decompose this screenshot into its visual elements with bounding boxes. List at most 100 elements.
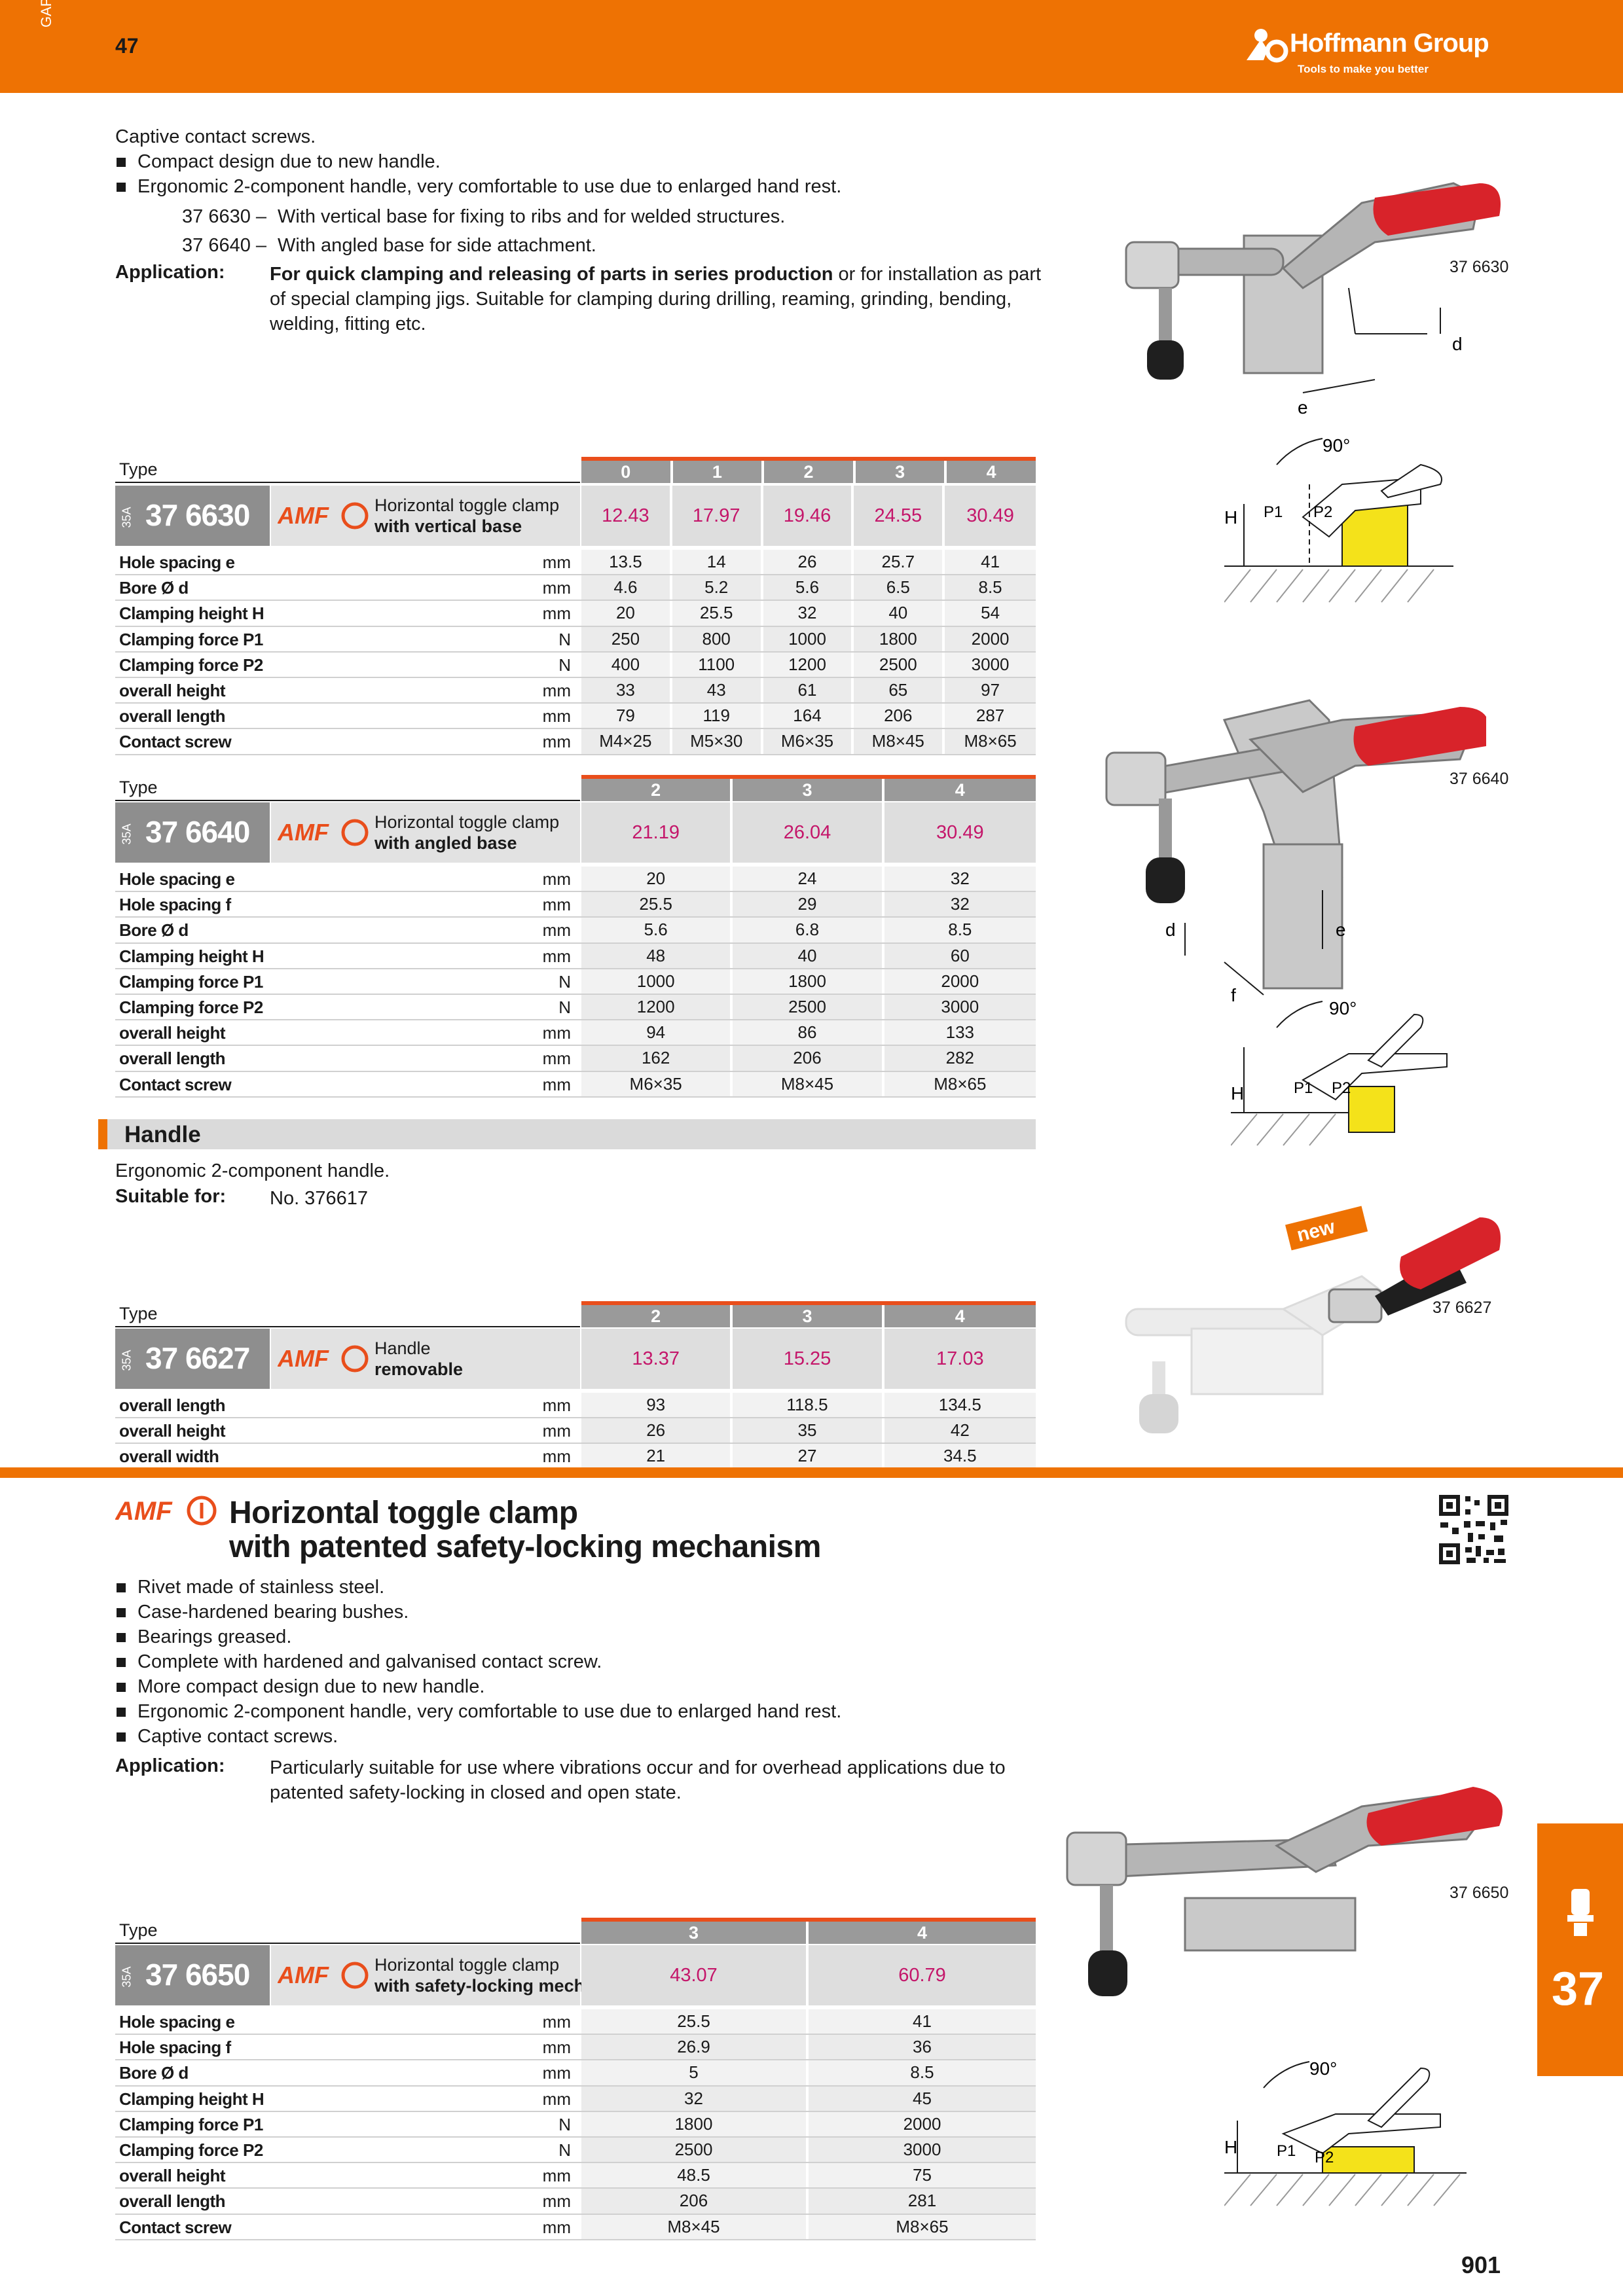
value-cell: 282	[884, 1046, 1036, 1071]
row-unit: mm	[542, 2012, 571, 2032]
hoffmann-logo: Hoffmann Group Tools to make you better	[1244, 22, 1532, 81]
value-cell: 25.5	[581, 892, 731, 917]
description-line1: Handle	[374, 1338, 431, 1358]
application-rest: or for installation as part of special c…	[270, 264, 1042, 334]
product-image-376640: d e f	[1105, 699, 1486, 1005]
price-cell: 19.46	[763, 486, 852, 546]
row-label: Hole spacing f	[119, 895, 231, 915]
value-cell: 13.5	[581, 550, 670, 575]
row-label: overall height	[119, 2166, 226, 2186]
value-cell: 1100	[672, 652, 761, 677]
brand-name: Hoffmann Group	[1290, 29, 1489, 58]
section2-bullets: Rivet made of stainless steel. Case-hard…	[115, 1575, 1065, 1749]
brand-cell: AMF	[271, 1329, 369, 1389]
row-unit: mm	[542, 1395, 571, 1415]
value-cell: 1000	[763, 626, 852, 651]
value-cell: 800	[672, 626, 761, 651]
value-cell: 1000	[581, 969, 731, 994]
value-cell: 206	[854, 704, 943, 728]
angle-label: 90°	[1309, 2058, 1337, 2079]
value-cell: 1800	[581, 2111, 806, 2136]
value-cell: 1200	[581, 995, 731, 1020]
row-label: Contact screw	[119, 2217, 232, 2237]
price-cell: 30.49	[884, 802, 1036, 863]
diagram-376650: 90° H P1 P2	[1224, 2058, 1467, 2206]
list-item: Bearings greased.	[115, 1624, 1065, 1649]
list-item: Ergonomic 2-component handle, very comfo…	[115, 1699, 1065, 1724]
value-cell: 32	[884, 867, 1036, 891]
size-header-accent	[581, 1918, 1036, 1922]
value-cell: 75	[809, 2163, 1036, 2188]
value-cell: 43	[672, 678, 761, 703]
value-cell: 79	[581, 704, 670, 728]
amf-logo-text: AMF	[115, 1497, 173, 1526]
value-cell: 2500	[733, 995, 882, 1020]
header-page-ref: 47	[115, 34, 139, 58]
value-cell: 42	[884, 1418, 1036, 1443]
row-label: Contact screw	[119, 1074, 232, 1094]
dim-h-label: H	[1224, 507, 1237, 528]
brand-cell: AMF	[271, 1945, 369, 2005]
price-cell: 43.07	[581, 1945, 806, 2005]
subline-code: 37 6640 –	[182, 235, 267, 256]
row-label: overall height	[119, 681, 226, 700]
value-cell: 26	[763, 550, 852, 575]
row-unit: mm	[542, 895, 571, 915]
value-cell: 20	[581, 867, 731, 891]
row-label: Hole spacing e	[119, 552, 235, 572]
value-cell: 65	[854, 678, 943, 703]
type-label: Type	[119, 459, 158, 479]
diagram-376640: 90° H P1 P2	[1231, 998, 1448, 1146]
amf-logo-text: AMF	[278, 1962, 329, 1988]
list-item: Captive contact screws.	[115, 1724, 1065, 1749]
row-unit: mm	[542, 706, 571, 726]
list-item: Compact design due to new handle.	[115, 149, 1065, 174]
dim-e-label: e	[1336, 920, 1346, 940]
section-header-handle: Handle	[98, 1119, 1036, 1149]
value-cell: 26	[581, 1418, 731, 1443]
value-cell: 250	[581, 626, 670, 651]
value-cell: 3000	[945, 652, 1036, 677]
handle-description: Ergonomic 2-component handle.	[115, 1160, 390, 1181]
diagram-376630: 90° H P1 P2	[1224, 435, 1453, 603]
value-cell: 2000	[884, 969, 1036, 994]
value-cell: 281	[809, 2189, 1036, 2214]
dim-p1-label: P1	[1294, 1079, 1313, 1097]
suitable-value: No. 376617	[270, 1188, 368, 1209]
price-cell: 60.79	[809, 1945, 1036, 2005]
value-cell: M4×25	[581, 729, 670, 754]
row-unit: mm	[542, 2191, 571, 2212]
size-header: 4	[809, 1922, 1036, 1944]
row-label: overall length	[119, 1049, 226, 1069]
size-header: 3	[733, 1305, 882, 1327]
size-header: 4	[884, 779, 1036, 801]
value-cell: 33	[581, 678, 670, 703]
value-cell: M8×65	[809, 2214, 1036, 2239]
application-label: Application:	[115, 262, 225, 283]
angle-label: 90°	[1322, 435, 1350, 456]
value-cell: 8.5	[884, 918, 1036, 942]
row-label: Hole spacing e	[119, 869, 235, 889]
value-cell: 3000	[884, 995, 1036, 1020]
amf-logo-icon: AMF	[278, 1345, 369, 1372]
image-code-376650: 37 6650	[1450, 1884, 1509, 1902]
amf-logo-text: AMF	[278, 1345, 329, 1372]
amf-logo-icon: AMF	[278, 502, 369, 529]
header-bar	[0, 0, 1623, 93]
price-cell: 30.49	[945, 486, 1036, 546]
description-line2: with vertical base	[374, 516, 522, 536]
value-cell: 60	[884, 943, 1036, 968]
